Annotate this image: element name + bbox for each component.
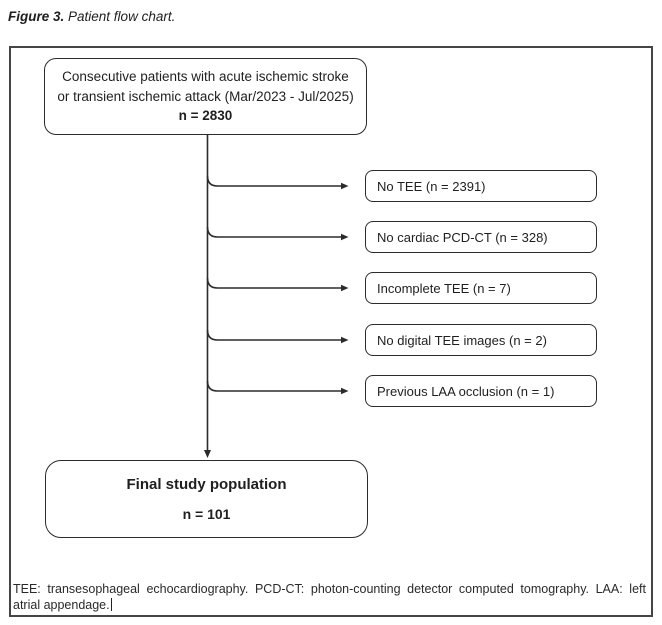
abbreviations-footnote[interactable]: TEE: transesophageal echocardiography. P…: [13, 582, 646, 613]
exclusion-label: Previous LAA occlusion (n = 1): [377, 383, 555, 399]
final-population-n: n = 101: [182, 506, 231, 522]
footnote-line1: TEE: transesophageal echocardiography. P…: [13, 582, 646, 596]
arrow-right-icon: [341, 233, 349, 241]
flowchart-frame: Consecutive patients with acute ischemic…: [9, 46, 653, 617]
branch-line: [206, 175, 341, 187]
exclusion-box-no-pcdct: No cardiac PCD-CT (n = 328): [365, 221, 597, 253]
exclusion-box-no-tee: No TEE (n = 2391): [365, 170, 597, 202]
figure-caption: Figure 3. Patient flow chart.: [8, 8, 175, 25]
branch-line: [206, 329, 341, 341]
arrow-down-icon: [204, 450, 211, 458]
flow-connectors: [204, 135, 349, 458]
footnote-line2: atrial appendage.: [13, 597, 646, 614]
branch-line: [206, 226, 341, 238]
branch-line: [206, 277, 341, 289]
final-population-title: Final study population: [126, 476, 287, 493]
arrow-right-icon: [341, 182, 349, 190]
enrollment-line1: Consecutive patients with acute ischemic…: [62, 69, 349, 84]
exclusion-label: No digital TEE images (n = 2): [377, 332, 547, 348]
enrollment-line2: or transient ischemic attack (Mar/2023 -…: [57, 88, 354, 104]
exclusion-label: Incomplete TEE (n = 7): [377, 280, 511, 296]
arrow-right-icon: [341, 284, 349, 292]
figure-caption-text: Patient flow chart.: [68, 9, 176, 24]
exclusion-label: No TEE (n = 2391): [377, 178, 486, 194]
enrollment-n: n = 2830: [178, 108, 233, 123]
exclusion-box-no-digital-images: No digital TEE images (n = 2): [365, 324, 597, 356]
exclusion-label: No cardiac PCD-CT (n = 328): [377, 229, 548, 245]
exclusion-box-previous-laa-occlusion: Previous LAA occlusion (n = 1): [365, 375, 597, 407]
arrow-right-icon: [341, 336, 349, 344]
text-caret: [110, 597, 113, 611]
enrollment-box: Consecutive patients with acute ischemic…: [44, 58, 367, 135]
figure-label: Figure 3.: [8, 9, 65, 24]
branch-line: [206, 380, 341, 392]
exclusion-box-incomplete-tee: Incomplete TEE (n = 7): [365, 272, 597, 304]
footnote-line2-text: atrial appendage.: [13, 597, 110, 612]
final-population-box: Final study population n = 101: [45, 460, 368, 538]
arrow-right-icon: [341, 387, 349, 395]
